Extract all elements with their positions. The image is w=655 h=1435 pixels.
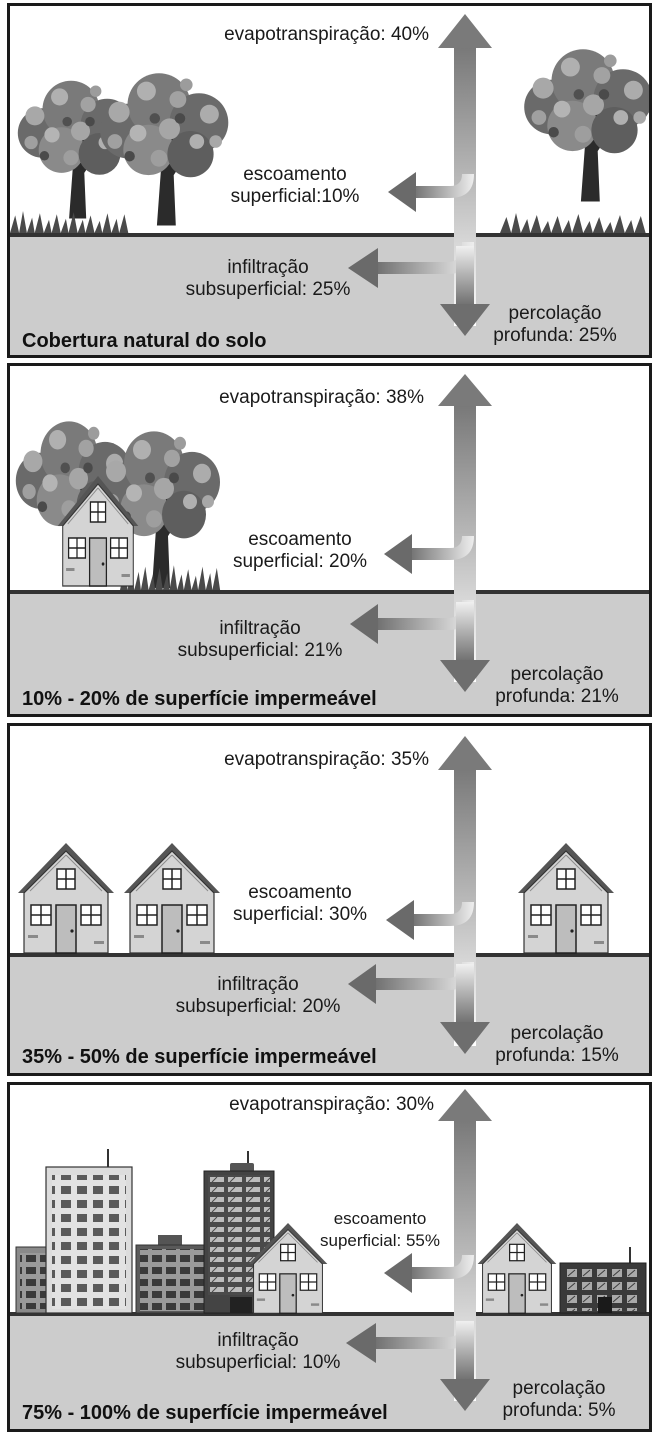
arrow-deep-percolation-icon [440, 602, 490, 692]
soil-layer [10, 592, 649, 714]
building-glass-icon [203, 1151, 275, 1314]
label-deep-percolation-line-2: profunda: 15% [495, 1045, 619, 1066]
grass-icon [10, 211, 129, 233]
label-subsurface-infiltration-line-2: subsuperficial: 21% [177, 640, 343, 661]
label-deep-percolation: percolação profunda: 15% [472, 1023, 642, 1067]
label-subsurface-infiltration-line-1: infiltração [217, 1330, 299, 1351]
arrow-subsurface-infiltration-icon [348, 242, 474, 288]
label-subsurface-infiltration: infiltração subsuperficial: 25% [178, 257, 358, 301]
arrow-subsurface-infiltration-icon [350, 600, 474, 644]
panel-caption: 10% - 20% de superfície impermeável [22, 688, 377, 710]
panel-4-illustration [10, 1089, 649, 1429]
label-subsurface-infiltration: infiltração subsuperficial: 21% [170, 618, 350, 662]
soil-layer [10, 955, 649, 1073]
label-deep-percolation-line-1: percolação [510, 664, 604, 685]
label-surface-runoff: escoamento superficial:10% [215, 164, 375, 208]
ground-line [10, 590, 649, 594]
ground-line [10, 953, 649, 957]
ground-line [10, 1312, 649, 1316]
building-small-icon [15, 1246, 51, 1314]
panel-1-illustration [10, 14, 649, 355]
ground-line [10, 233, 649, 237]
building-tall-icon [45, 1149, 133, 1314]
label-subsurface-infiltration-line-2: subsuperficial: 25% [185, 279, 351, 300]
panel-caption: Cobertura natural do solo [22, 330, 267, 352]
house-icon [517, 842, 615, 954]
label-evapotranspiration: evapotranspiração: 38% [219, 387, 424, 408]
house-icon [477, 1222, 557, 1314]
grass-icon [500, 213, 646, 233]
label-deep-percolation-line-2: profunda: 25% [493, 325, 617, 346]
label-deep-percolation-line-2: profunda: 21% [495, 686, 619, 707]
arrow-deep-percolation-icon [440, 1321, 490, 1411]
panel-2-illustration [10, 374, 649, 714]
label-subsurface-infiltration-line-1: infiltração [219, 618, 301, 639]
house-icon [17, 842, 115, 954]
label-deep-percolation: percolação profunda: 5% [474, 1378, 644, 1422]
arrow-surface-runoff-icon [384, 1253, 474, 1293]
house-icon [123, 842, 221, 954]
label-subsurface-infiltration-line-1: infiltração [227, 257, 309, 278]
panel-natural-cover: evapotranspiração: 40% escoamento superf… [7, 3, 652, 358]
label-surface-runoff-line-1: escoamento [248, 529, 352, 550]
label-surface-runoff-line-1: escoamento [243, 164, 347, 185]
arrow-subsurface-infiltration-icon [348, 962, 474, 1004]
label-subsurface-infiltration-line-2: subsuperficial: 20% [175, 996, 341, 1017]
label-subsurface-infiltration: infiltração subsuperficial: 20% [168, 974, 348, 1018]
arrow-surface-runoff-icon [388, 172, 474, 212]
label-surface-runoff: escoamento superficial: 30% [220, 882, 380, 926]
panel-medium-impervious: evapotranspiração: 35% escoamento superf… [7, 723, 652, 1076]
label-deep-percolation: percolação profunda: 21% [472, 664, 642, 708]
arrow-subsurface-infiltration-icon [346, 1321, 474, 1363]
soil-layer [10, 1314, 649, 1429]
label-deep-percolation-line-2: profunda: 5% [502, 1400, 616, 1421]
label-deep-percolation-line-1: percolação [508, 303, 602, 324]
label-surface-runoff-line-1: escoamento [248, 882, 352, 903]
label-evapotranspiration: evapotranspiração: 35% [224, 749, 429, 770]
label-surface-runoff: escoamento superficial: 20% [220, 529, 380, 573]
tree-right-icon [524, 49, 649, 202]
building-dark-icon [135, 1235, 209, 1314]
label-subsurface-infiltration-line-1: infiltração [217, 974, 299, 995]
panel-caption: 35% - 50% de superfície impermeável [22, 1046, 377, 1068]
panel-caption: 75% - 100% de superfície impermeável [22, 1402, 388, 1424]
label-surface-runoff-line-2: superficial: 20% [232, 551, 368, 572]
arrow-surface-runoff-icon [386, 900, 474, 940]
label-surface-runoff-line-2: superficial: 55% [319, 1231, 440, 1250]
arrow-deep-percolation-icon [440, 964, 490, 1054]
label-deep-percolation-line-1: percolação [512, 1378, 606, 1399]
label-deep-percolation-line-1: percolação [510, 1023, 604, 1044]
label-subsurface-infiltration: infiltração subsuperficial: 10% [168, 1330, 348, 1374]
label-evapotranspiration: evapotranspiração: 30% [229, 1094, 434, 1115]
panel-3-illustration [10, 736, 649, 1073]
tree-middle-icon [100, 73, 229, 226]
label-evapotranspiration: evapotranspiração: 40% [224, 24, 429, 45]
arrow-surface-runoff-icon [384, 534, 474, 574]
label-surface-runoff: escoamento superficial: 55% [305, 1208, 455, 1252]
label-subsurface-infiltration-line-2: subsuperficial: 10% [175, 1352, 341, 1373]
panel-high-impervious: evapotranspiração: 30% escoamento superf… [7, 1082, 652, 1432]
label-surface-runoff-line-2: superficial: 30% [232, 904, 368, 925]
label-surface-runoff-line-2: superficial:10% [230, 186, 360, 207]
panel-low-impervious: evapotranspiração: 38% escoamento superf… [7, 363, 652, 717]
label-surface-runoff-line-1: escoamento [333, 1209, 427, 1228]
label-deep-percolation: percolação profunda: 25% [470, 303, 640, 347]
grass-icon [120, 564, 221, 590]
building-right-icon [559, 1247, 647, 1314]
arrow-deep-percolation-icon [440, 246, 490, 336]
soil-layer [10, 235, 649, 355]
